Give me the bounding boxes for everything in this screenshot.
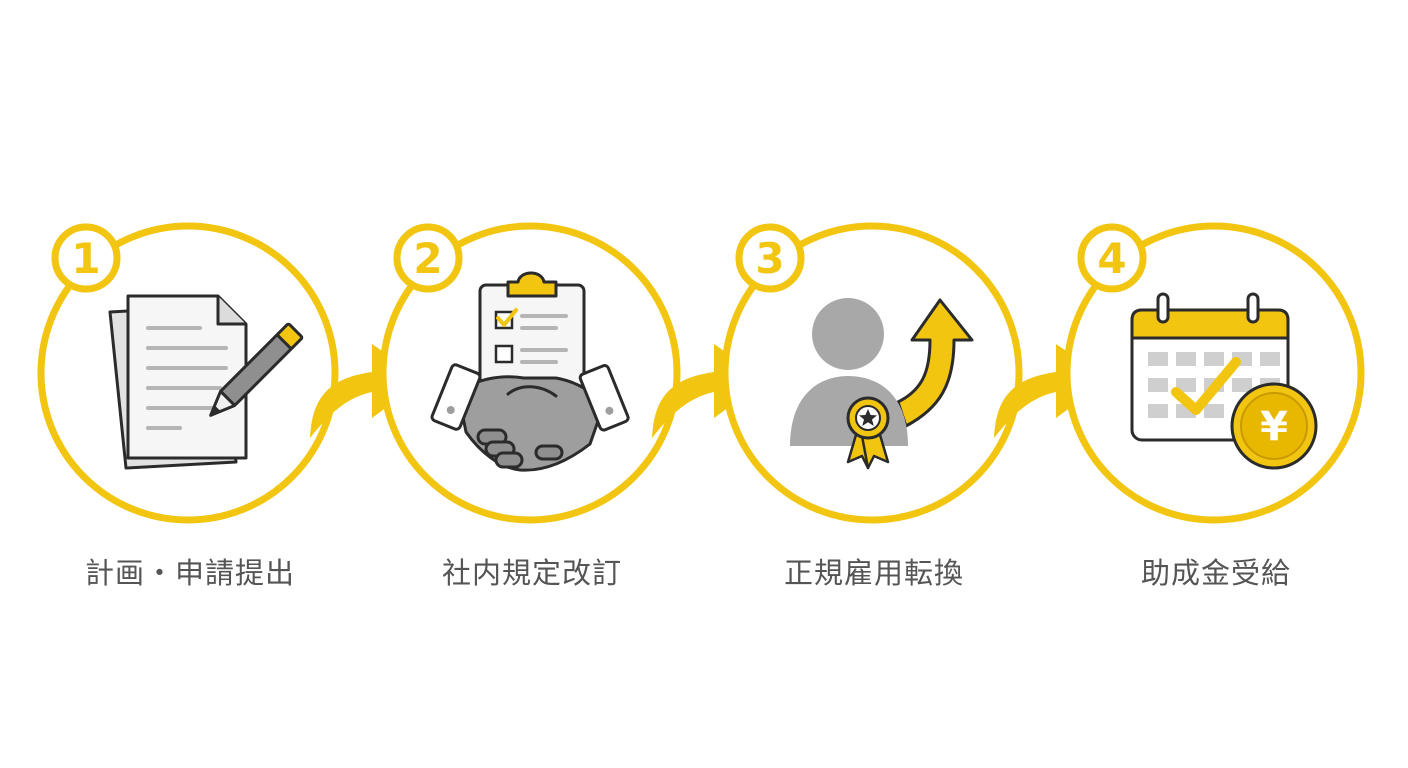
step-2: 2	[379, 222, 681, 524]
step-4: 4	[1063, 222, 1365, 524]
step-label-2: 社内規定改訂	[441, 556, 622, 590]
number-badge-3: 3	[735, 223, 805, 293]
step-number: 4	[1097, 234, 1126, 283]
step-label-3: 正規雇用転換	[783, 556, 964, 590]
person-award-arrow-icon	[790, 298, 974, 470]
clipboard-handshake-icon	[430, 271, 630, 472]
step-number: 2	[413, 234, 442, 283]
number-badge-2: 2	[393, 223, 463, 293]
calendar-yen-coin-icon: ¥	[1130, 292, 1318, 470]
step-1: 1	[37, 222, 339, 524]
step-label-1: 計画・申請提出	[84, 556, 295, 590]
number-badge-1: 1	[51, 223, 121, 293]
step-circle	[721, 222, 1023, 524]
number-badge-4: 4	[1077, 223, 1147, 293]
document-pencil-icon	[108, 294, 304, 470]
step-label-4: 助成金受給	[1140, 556, 1291, 590]
yen-symbol: ¥	[1260, 404, 1288, 450]
step-number: 3	[755, 234, 784, 283]
step-number: 1	[71, 234, 100, 283]
step-3: 3	[721, 222, 1023, 524]
